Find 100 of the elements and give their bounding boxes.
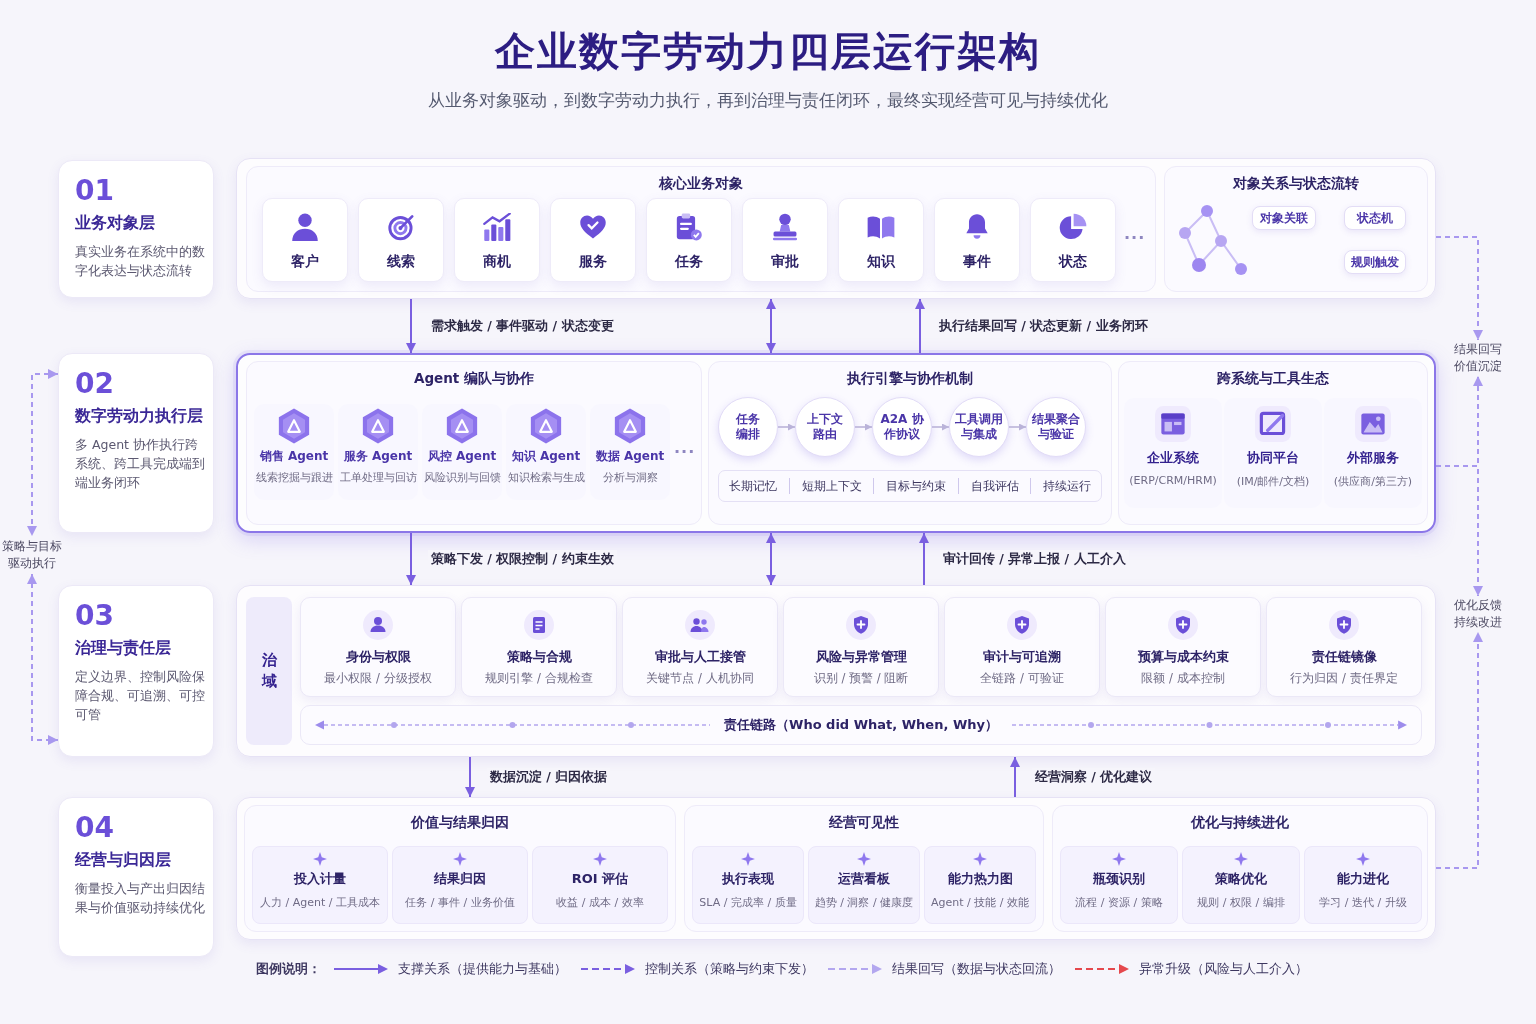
arrow (406, 532, 416, 586)
card-title: 风险与异常管理 (815, 648, 907, 666)
layer-panel (236, 797, 1436, 940)
arrow (406, 298, 416, 354)
process-circle: 工具调用与集成 (949, 397, 1009, 457)
section-heading: 对象关系与状态流转 (1233, 175, 1359, 193)
card-description: 最小权限 / 分级授权 (324, 671, 432, 686)
legend-label: 异常升级（风险与人工介入） (1139, 961, 1308, 977)
governance-card (1105, 597, 1261, 697)
metric-card (1182, 846, 1300, 924)
governance-card (783, 597, 939, 697)
legend-label: 支撑关系（提供能力与基础） (398, 961, 567, 977)
agent-name: 数据 Agent (595, 448, 665, 465)
metric-name: 结果归因 (434, 870, 486, 888)
edge-label: 策略下发 / 权限控制 / 约束生效 (428, 550, 617, 568)
layer-number: 04 (75, 812, 114, 844)
side-band: 治域 (246, 597, 292, 745)
legend-title: 图例说明： (256, 961, 321, 978)
capability-label: 自我评估 (957, 478, 1019, 494)
layer-description: 多 Agent 协作执行跨系统、跨工具完成端到端业务闭环 (75, 436, 206, 492)
arrow (1010, 756, 1020, 798)
section-heading: 执行引擎与协作机制 (847, 370, 973, 388)
agent-description: 知识检索与生成 (507, 470, 585, 485)
ellipsis-text: ... (674, 438, 696, 457)
ellipsis-text: ... (1124, 224, 1146, 243)
section-panel (1164, 166, 1428, 292)
card-title: 责任链镜像 (1311, 648, 1377, 666)
card-label: 商机 (483, 253, 511, 271)
section-panel (246, 166, 1156, 292)
system-name: 外部服务 (1347, 450, 1399, 467)
legend-label: 结果回写（数据与状态回流） (892, 961, 1061, 977)
metric-card (532, 846, 668, 924)
section-heading: 经营可见性 (829, 814, 899, 832)
metric-description: 任务 / 事件 / 业务价值 (405, 895, 515, 910)
card-description: 关键节点 / 人机协同 (646, 671, 754, 686)
capability-label: 目标与约束 (873, 478, 946, 494)
side-note: 结果回写价值沉淀 (1452, 340, 1504, 376)
process-circle: A2A 协作协议 (872, 397, 932, 457)
layer-description: 衡量投入与产出归因结果与价值驱动持续优化 (75, 880, 206, 917)
dashed-arrow (1435, 236, 1483, 341)
layer-title: 业务对象层 (75, 213, 155, 233)
relation-tag: 对象关联 (1252, 206, 1316, 230)
process-circle: 上下文路由 (795, 397, 855, 457)
object-card (934, 198, 1020, 282)
object-card (742, 198, 828, 282)
section-heading: 优化与持续进化 (1191, 814, 1289, 832)
metric-card (252, 846, 388, 924)
process-circle: 结果聚合与验证 (1026, 397, 1086, 457)
double-headed-arrow (766, 532, 776, 586)
system-name: 企业系统 (1147, 450, 1199, 467)
card-description: 行为归因 / 责任界定 (1290, 671, 1398, 686)
system-description: (供应商/第三方) (1333, 474, 1413, 489)
relation-tag: 规则触发 (1344, 250, 1406, 274)
metric-name: 执行表现 (722, 870, 774, 888)
process-circle: 任务编排 (718, 397, 778, 457)
layer-title: 治理与责任层 (75, 638, 171, 658)
trace-label: 责任链路（Who did What, When, Why） (724, 716, 998, 734)
card-description: 全链路 / 可验证 (980, 671, 1064, 686)
layer-panel (236, 158, 1436, 299)
double-headed-arrow (766, 298, 776, 354)
card-label: 服务 (579, 253, 607, 271)
metric-card (1304, 846, 1422, 924)
metric-name: 策略优化 (1215, 870, 1267, 888)
object-card (550, 198, 636, 282)
object-card (454, 198, 540, 282)
section-heading: 跨系统与工具生态 (1217, 370, 1329, 388)
card-label: 任务 (675, 253, 703, 271)
agent-description: 风险识别与回馈 (423, 470, 501, 485)
agent-description: 分析与洞察 (602, 470, 658, 485)
metric-description: 人力 / Agent / 工具成本 (260, 895, 380, 910)
system-description: (IM/邮件/文档) (1236, 474, 1310, 489)
governance-card (1266, 597, 1422, 697)
trace-bar (300, 705, 1422, 745)
metric-name: 投入计量 (294, 870, 346, 888)
system-description: (ERP/CRM/HRM) (1129, 474, 1217, 487)
governance-card (461, 597, 617, 697)
arrow (854, 423, 873, 431)
section-panel (684, 805, 1044, 932)
arrow (915, 298, 925, 354)
dashed-arrow (1435, 631, 1483, 869)
layer-card (58, 585, 214, 757)
metric-card (924, 846, 1036, 924)
card-title: 预算与成本约束 (1137, 648, 1229, 666)
arrow (1008, 423, 1027, 431)
card-title: 审批与人工接管 (654, 648, 746, 666)
edge-label: 需求触发 / 事件驱动 / 状态变更 (428, 317, 617, 335)
layer-panel (236, 585, 1436, 757)
object-card (646, 198, 732, 282)
governance-card (622, 597, 778, 697)
diagram-title: 企业数字劳动力四层运行架构 (495, 27, 1041, 76)
arrow (931, 423, 950, 431)
card-label: 客户 (291, 253, 319, 271)
section-heading: 价值与结果归因 (411, 814, 509, 832)
card-description: 限额 / 成本控制 (1141, 671, 1225, 686)
metric-name: 运营看板 (838, 870, 890, 888)
card-label: 知识 (867, 253, 895, 271)
card-label: 状态 (1059, 253, 1087, 271)
layer-number: 03 (75, 600, 114, 632)
metric-card (808, 846, 920, 924)
card-description: 规则引擎 / 合规检查 (485, 671, 593, 686)
